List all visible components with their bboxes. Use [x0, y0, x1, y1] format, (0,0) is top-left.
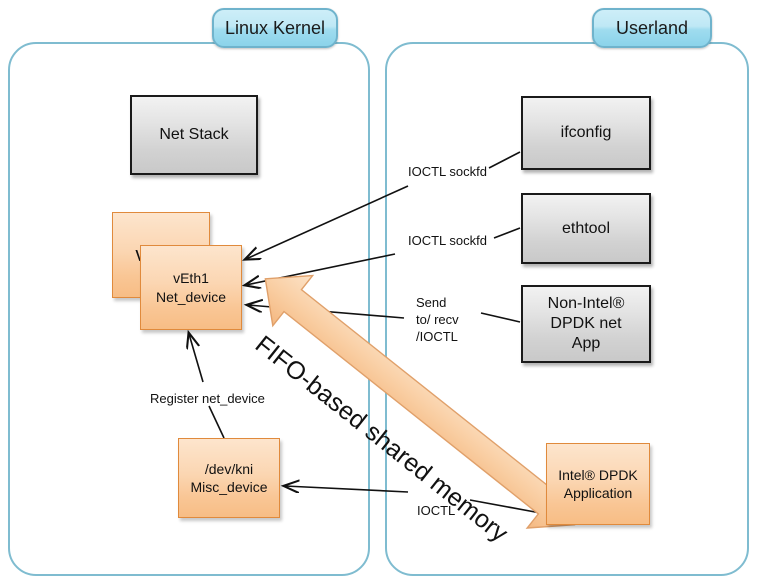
node-dev-kni-label-line1: /dev/kni [204, 460, 254, 477]
node-veth1-label-line1: vEth1 [173, 270, 209, 287]
tab-linux-kernel[interactable]: Linux Kernel [212, 8, 338, 48]
node-net-stack[interactable]: Net Stack [130, 95, 258, 175]
edge-label-send-recv-ioctl: Send to/ recv /IOCTL [416, 295, 459, 345]
node-veth1[interactable]: vEth1 Net_device [140, 245, 242, 330]
node-net-stack-label: Net Stack [159, 126, 229, 143]
node-ifconfig[interactable]: ifconfig [521, 96, 651, 170]
node-intel-dpdk-application[interactable]: Intel® DPDK Application [546, 443, 650, 525]
connector-ifconfig-to-veth1-arrow [246, 185, 409, 259]
pane-linux-kernel [8, 42, 370, 576]
node-non-intel-dpdk-app-label-line1: Non-Intel® [547, 295, 625, 312]
node-intel-dpdk-application-label-line1: Intel® DPDK [558, 466, 638, 483]
edge-label-ioctl-sockfd-top: IOCTL sockfd [408, 164, 487, 179]
node-ethtool-label: ethtool [561, 219, 611, 237]
connector-ethtool-to-veth1 [493, 227, 521, 239]
node-dev-kni[interactable]: /dev/kni Misc_device [178, 438, 280, 518]
edge-label-register-net-device: Register net_device [150, 391, 265, 406]
node-non-intel-dpdk-app-label-line2: DPDK net [550, 315, 622, 332]
node-intel-dpdk-application-label-line2: Application [563, 485, 633, 501]
edge-label-ioctl-bottom: IOCTL [417, 503, 456, 518]
connector-devkni-to-veth1-arrow [189, 334, 204, 383]
pane-userland [385, 42, 749, 576]
connector-ifconfig-to-veth1 [488, 151, 521, 169]
node-dev-kni-label-line2: Misc_device [190, 479, 268, 495]
node-ifconfig-label: ifconfig [560, 124, 612, 141]
tab-userland[interactable]: Userland [592, 8, 712, 48]
node-non-intel-dpdk-app[interactable]: Non-Intel® DPDK net App [521, 285, 651, 363]
tab-userland-label: Userland [615, 17, 689, 38]
node-veth1-label-line2: Net_device [155, 288, 227, 305]
connector-devkni-to-veth1-lower [208, 405, 225, 439]
tab-linux-kernel-label: Linux Kernel [224, 17, 326, 38]
connector-inteldpdk-to-devkni [469, 499, 547, 515]
connector-nonintel-to-veth1 [480, 312, 521, 323]
connector-inteldpdk-to-devkni-arrow [285, 486, 409, 492]
node-non-intel-dpdk-app-label-line3: App [571, 335, 601, 352]
edge-label-ioctl-sockfd-middle: IOCTL sockfd [408, 233, 487, 248]
node-ethtool[interactable]: ethtool [521, 193, 651, 264]
